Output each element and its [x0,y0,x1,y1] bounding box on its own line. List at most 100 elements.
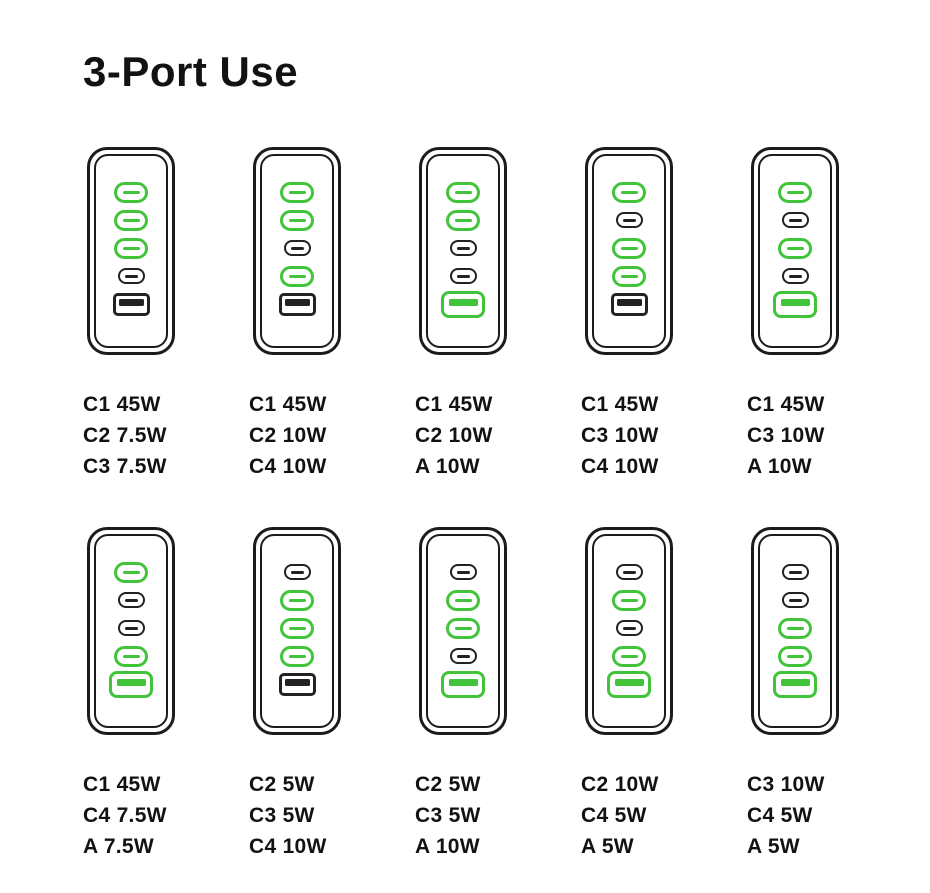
usb-c-port-c2-icon [781,212,809,228]
usb-c-pin [788,598,802,602]
usb-c-port-c2-icon [446,209,480,231]
usb-a-port-icon [773,670,817,698]
port-output-label: C1 45W [415,393,493,416]
port-output-label: C2 7.5W [83,424,167,447]
usb-a-tongue [116,679,146,686]
port-output-label: C3 10W [747,773,825,796]
port-output-label: C4 10W [249,835,327,858]
port-output-label: C2 10W [249,424,327,447]
usb-c-port-c3-icon [283,240,311,256]
usb-c-pin [620,274,638,278]
usb-c-port-c4-icon [117,268,145,284]
usb-a-tongue [780,299,810,306]
usb-c-pin [124,274,138,278]
port-row [280,178,314,206]
port-row [446,586,480,614]
usb-c-pin [288,626,306,630]
port-row [449,642,477,670]
usb-c-pin [620,598,638,602]
usb-c-port-c3-icon [446,617,480,639]
port-output-label: C4 7.5W [83,804,167,827]
port-row [449,234,477,262]
usb-c-port-c1-icon [449,564,477,580]
usb-c-port-c4-icon [612,645,646,667]
usb-c-pin [620,190,638,194]
usb-c-port-c2-icon [280,589,314,611]
port-row [607,670,651,698]
usb-c-port-c4-icon [612,265,646,287]
port-row [114,642,148,670]
port-row [114,206,148,234]
port-row [112,290,150,318]
port-row [612,642,646,670]
usb-c-pin [290,246,304,250]
usb-c-pin [454,190,472,194]
usb-c-port-c1-icon [283,564,311,580]
usb-c-pin [290,570,304,574]
page-title: 3-Port Use [83,48,299,95]
charger-body [585,527,673,735]
usb-c-pin [788,218,802,222]
usb-c-port-c1-icon [280,181,314,203]
usb-c-port-c4-icon [778,645,812,667]
port-row [109,670,153,698]
usb-c-port-c1-icon [114,561,148,583]
usb-c-pin [122,218,140,222]
usb-c-port-c4-icon [280,265,314,287]
usb-c-pin [122,654,140,658]
usb-c-pin [454,626,472,630]
usb-c-pin [122,570,140,574]
charger-body [419,147,507,355]
port-row [114,234,148,262]
charger-body [585,147,673,355]
usb-c-pin [456,274,470,278]
port-row [283,558,311,586]
port-row [778,234,812,262]
usb-c-port-c2-icon [114,209,148,231]
usb-c-port-c3-icon [612,237,646,259]
usb-a-port-icon [607,670,651,698]
usb-c-pin [288,274,306,278]
usb-a-tongue [780,679,810,686]
usb-a-tongue [118,299,144,306]
charger-body [87,527,175,735]
usb-c-pin [620,654,638,658]
usb-c-port-c2-icon [280,209,314,231]
usb-c-port-c2-icon [615,212,643,228]
port-row [280,206,314,234]
usb-c-port-c1-icon [612,181,646,203]
charger-face [94,534,168,728]
usb-a-tongue [448,299,478,306]
charger-body [751,147,839,355]
port-row [280,614,314,642]
port-row [612,178,646,206]
port-output-label: C2 10W [415,424,493,447]
port-output-label: C1 45W [581,393,659,416]
port-output-label: C1 45W [249,393,327,416]
port-output-label: C2 5W [415,773,481,796]
usb-a-port-icon [278,292,316,316]
usb-c-port-c3-icon [117,620,145,636]
port-row [612,234,646,262]
usb-a-tongue [448,679,478,686]
usb-c-port-c4-icon [449,268,477,284]
port-row [778,614,812,642]
port-output-label: C3 5W [249,804,315,827]
usb-c-port-c1-icon [781,564,809,580]
usb-a-port-icon [610,292,648,316]
usb-c-port-c4-icon [280,645,314,667]
port-row [446,206,480,234]
port-row [778,178,812,206]
usb-c-pin [786,654,804,658]
port-output-label: C3 5W [415,804,481,827]
usb-c-pin [288,654,306,658]
charger-body [253,527,341,735]
port-row [781,586,809,614]
